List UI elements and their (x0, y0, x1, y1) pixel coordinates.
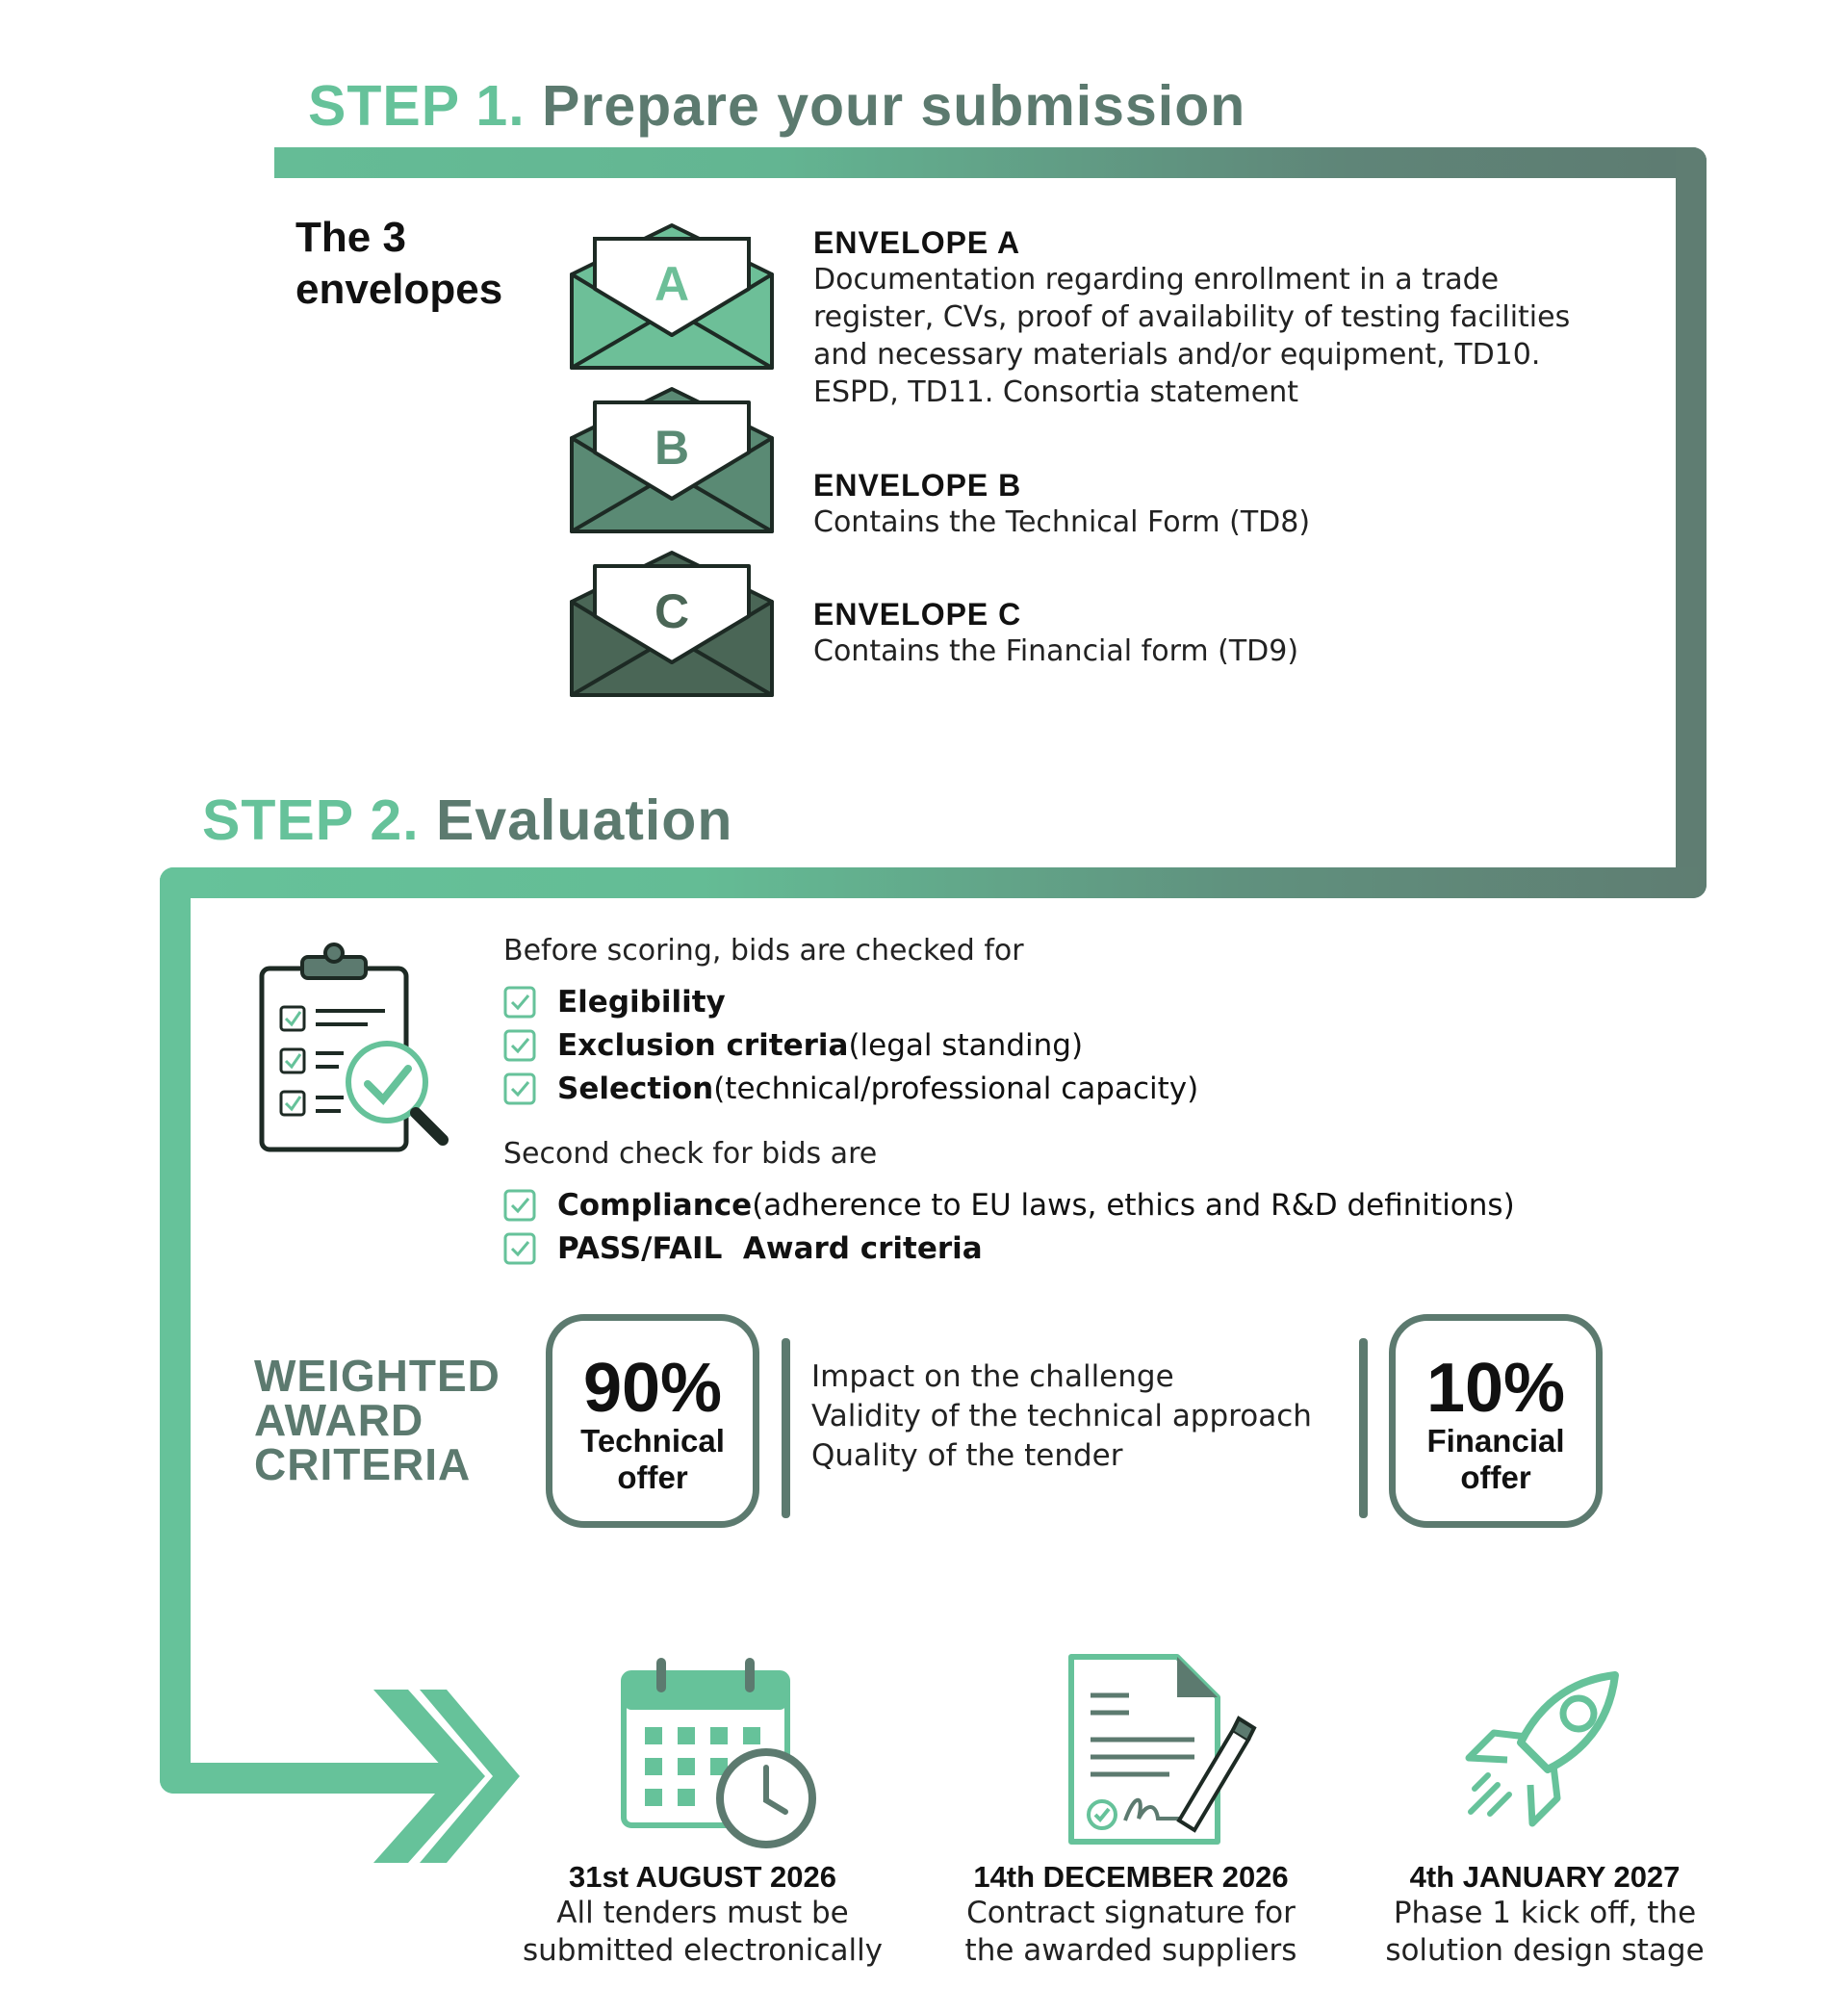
check-item-exclusion: Exclusion criteria (legal standing) (503, 1023, 1198, 1067)
envelope-b-text: ENVELOPE B Contains the Technical Form (… (813, 468, 1311, 539)
step1-title: STEP 1. Prepare your submission (308, 73, 1245, 139)
checkbox-icon (503, 1029, 536, 1061)
step2-frame-left (160, 867, 191, 1794)
envelope-a-letter: A (654, 257, 690, 311)
timeline-date: 14th DECEMBER 2026 (973, 1860, 1289, 1894)
envelope-a-text: ENVELOPE A Documentation regarding enrol… (813, 225, 1571, 409)
checkbox-icon (503, 1072, 536, 1104)
check-item-compliance: Compliance (adherence to EU laws, ethics… (503, 1183, 1515, 1226)
step2-heading: Evaluation (436, 788, 733, 852)
checkbox-icon (503, 986, 536, 1018)
timeline-date: 4th JANUARY 2027 (1409, 1860, 1681, 1894)
clipboard-check-icon (259, 942, 449, 1152)
step2-title: STEP 2. Evaluation (202, 788, 732, 853)
envelope-b-heading: ENVELOPE B (813, 468, 1022, 503)
financial-offer-box: 10% Financial offer (1389, 1314, 1603, 1528)
checkbox-icon (503, 1232, 536, 1264)
step1-frame-right (1676, 147, 1707, 898)
step2-frame-top (160, 867, 1707, 898)
first-check-intro: Before scoring, bids are checked for (503, 934, 1024, 968)
envelope-a-heading: ENVELOPE A (813, 225, 1021, 260)
envelopes-heading: The 3 envelopes (295, 214, 503, 313)
rocket-icon (1465, 1671, 1619, 1827)
checkbox-icon (503, 1189, 536, 1221)
timeline-item-1: 31st AUGUST 2026 All tenders must be sub… (510, 1860, 895, 1970)
technical-percent: 90% (582, 1350, 723, 1427)
divider-right (1359, 1338, 1368, 1518)
step2-number: STEP 2. (202, 788, 420, 852)
timeline-date: 31st AUGUST 2026 (569, 1860, 836, 1894)
envelope-c-letter: C (654, 584, 690, 638)
step1-heading: Prepare your submission (542, 74, 1246, 138)
financial-percent: 10% (1425, 1350, 1566, 1427)
chevron-arrow-icon (373, 1690, 520, 1863)
envelope-b-letter: B (654, 421, 690, 475)
second-check-list: Compliance (adherence to EU laws, ethics… (503, 1183, 1515, 1270)
step1-number: STEP 1. (308, 74, 526, 138)
envelope-b-icon (570, 387, 774, 533)
step2-frame-bottom (160, 1763, 468, 1794)
envelope-c-icon (570, 551, 774, 697)
check-item-selection: Selection (technical/professional capaci… (503, 1067, 1198, 1110)
weighted-award-criteria-heading: WEIGHTED AWARD CRITERIA (254, 1351, 500, 1489)
timeline-item-2: 14th DECEMBER 2026 Contract signature fo… (938, 1860, 1323, 1970)
timeline-item-3: 4th JANUARY 2027 Phase 1 kick off, the s… (1352, 1860, 1737, 1970)
envelope-c-text: ENVELOPE C Contains the Financial form (… (813, 597, 1299, 668)
check-item-elegibility: Elegibility (503, 980, 1198, 1023)
envelope-c-heading: ENVELOPE C (813, 597, 1022, 632)
step1-frame-top (274, 147, 1707, 178)
technical-offer-box: 90% Technical offer (546, 1314, 759, 1528)
envelope-a-icon (570, 223, 774, 370)
first-check-list: Elegibility Exclusion criteria (legal st… (503, 980, 1198, 1110)
technical-criteria-list: Impact on the challenge Validity of the … (811, 1359, 1312, 1473)
second-check-intro: Second check for bids are (503, 1137, 878, 1171)
calendar-clock-icon (621, 1658, 816, 1848)
check-item-passfail: PASS/FAIL Award criteria (503, 1226, 1515, 1270)
contract-sign-icon (1068, 1654, 1257, 1845)
divider-left (782, 1338, 790, 1518)
